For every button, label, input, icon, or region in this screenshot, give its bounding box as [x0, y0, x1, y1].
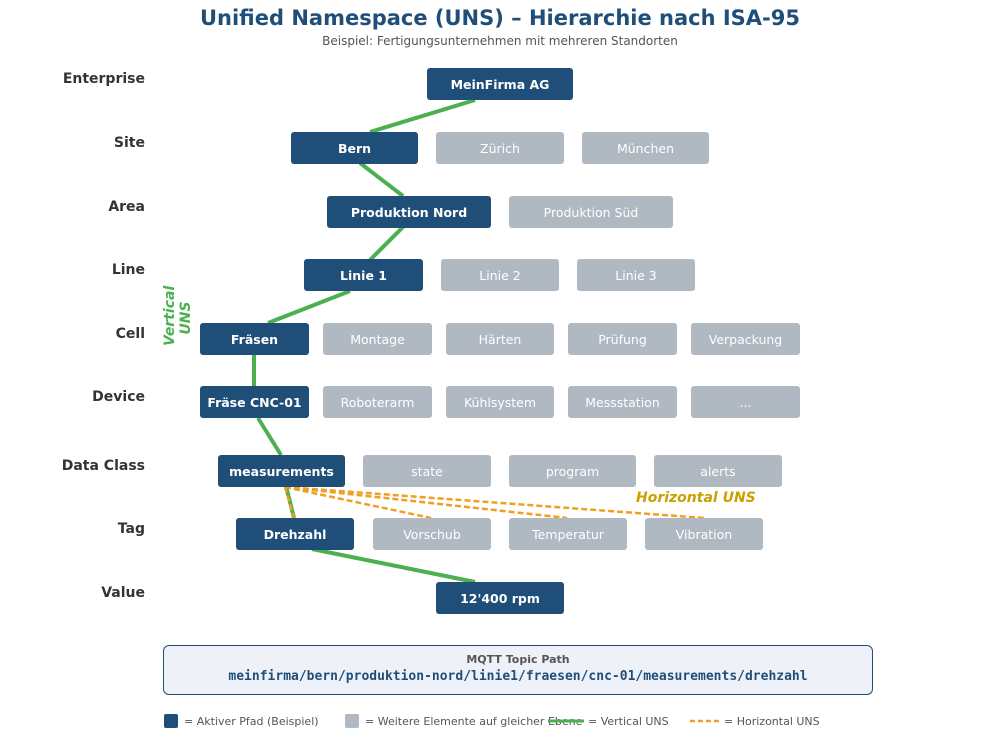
level-label-site: Site — [113, 135, 145, 151]
vertical-path-segment — [369, 98, 476, 134]
node-tag-vorschub: Vorschub — [373, 518, 491, 550]
node-device-roboterarm: Roboterarm — [323, 386, 432, 418]
node-data-class-state: state — [363, 455, 491, 487]
node-cell-pruefung: Prüfung — [568, 323, 677, 355]
node-enterprise-meinfirma: MeinFirma AG — [427, 68, 573, 100]
legend-swatch-vertical — [548, 719, 584, 723]
diagram-subtitle: Beispiel: Fertigungsunternehmen mit mehr… — [322, 34, 678, 48]
legend-active: = Aktiver Pfad (Beispiel) — [164, 714, 319, 728]
legend-swatch-active — [164, 714, 178, 728]
node-site-zuerich: Zürich — [436, 132, 564, 164]
level-label-enterprise: Enterprise — [62, 71, 145, 87]
legend-active-label: = Aktiver Pfad (Beispiel) — [184, 714, 319, 728]
vertical-path-segment — [256, 416, 283, 457]
legend-other: = Weitere Elemente auf gleicher Ebene — [345, 714, 582, 728]
node-device-messstation: Messstation — [568, 386, 677, 418]
level-label-area: Area — [108, 199, 145, 215]
mqtt-topic-box: MQTT Topic Path meinfirma/bern/produktio… — [163, 645, 873, 695]
node-device-kuehlsystem: Kühlsystem — [446, 386, 554, 418]
legend-other-label: = Weitere Elemente auf gleicher Ebene — [365, 714, 583, 728]
legend-swatch-other — [345, 714, 359, 728]
level-label-line: Line — [111, 262, 145, 278]
node-site-muenchen: München — [582, 132, 709, 164]
node-cell-haerten: Härten — [446, 323, 554, 355]
level-label-device: Device — [92, 389, 145, 405]
vertical-uns-label: Vertical UNS — [162, 285, 194, 346]
horizontal-path-segment — [284, 485, 705, 520]
node-device-more: ... — [691, 386, 800, 418]
node-line-linie-1: Linie 1 — [304, 259, 423, 291]
legend-vertical-label: = Vertical UNS — [588, 714, 669, 728]
node-tag-temperatur: Temperatur — [509, 518, 627, 550]
node-data-class-measurements: measurements — [218, 455, 345, 487]
vertical-path-segment — [358, 161, 405, 198]
node-cell-fraesen: Fräsen — [200, 323, 309, 355]
diagram-title: Unified Namespace (UNS) – Hierarchie nac… — [199, 6, 800, 30]
node-data-class-program: program — [509, 455, 636, 487]
horizontal-path-segment — [283, 486, 296, 519]
vertical-path-segment — [267, 289, 351, 325]
horizontal-path — [283, 485, 705, 520]
node-site-bern: Bern — [291, 132, 418, 164]
legend-swatch-horizontal — [690, 719, 720, 723]
node-tag-vibration: Vibration — [645, 518, 763, 550]
legend-vertical: = Vertical UNS — [548, 714, 669, 728]
horizontal-path-segment — [284, 485, 568, 520]
mqtt-topic-path: meinfirma/bern/produktion-nord/linie1/fr… — [228, 669, 808, 684]
node-area-produktion-sued: Produktion Süd — [509, 196, 673, 228]
level-label-cell: Cell — [115, 326, 145, 342]
node-tag-drehzahl: Drehzahl — [236, 518, 354, 550]
vertical-path-segment — [368, 225, 405, 262]
node-line-linie-2: Linie 2 — [441, 259, 559, 291]
vertical-path-segment — [311, 547, 476, 584]
legend-horizontal: = Horizontal UNS — [690, 714, 820, 728]
node-value-12400-rpm: 12'400 rpm — [436, 582, 564, 614]
level-label-data-class: Data Class — [61, 458, 145, 474]
node-line-linie-3: Linie 3 — [577, 259, 695, 291]
node-data-class-alerts: alerts — [654, 455, 782, 487]
node-device-fraese-cnc-01: Fräse CNC-01 — [200, 386, 309, 418]
node-cell-montage: Montage — [323, 323, 432, 355]
level-label-value: Value — [101, 585, 145, 601]
horizontal-uns-label: Horizontal UNS — [636, 490, 756, 506]
node-area-produktion-nord: Produktion Nord — [327, 196, 491, 228]
legend-horizontal-label: = Horizontal UNS — [724, 714, 820, 728]
mqtt-topic-label: MQTT Topic Path — [466, 653, 570, 666]
node-cell-verpackung: Verpackung — [691, 323, 800, 355]
level-label-tag: Tag — [117, 521, 145, 537]
vertical-path — [252, 98, 476, 584]
horizontal-path-segment — [284, 485, 432, 520]
